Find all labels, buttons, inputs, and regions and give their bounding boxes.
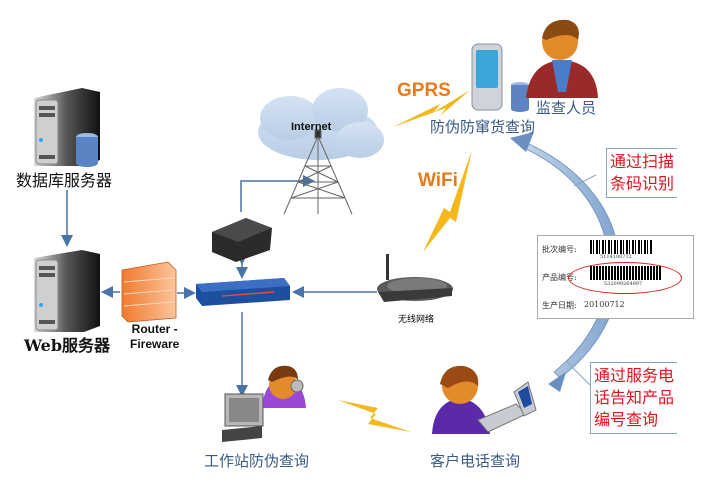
gprs-label: GPRS: [397, 80, 451, 101]
workstation-operator-icon: [222, 365, 306, 442]
phone-note: 通过服务电 话告知产品 编号查询: [590, 362, 678, 434]
db-server-icon: [34, 88, 100, 167]
modem-icon: [212, 218, 272, 262]
firewall-label: Router - Fireware: [130, 322, 180, 351]
wifi-label: WiFi: [418, 170, 458, 191]
cell-tower-icon: [283, 129, 353, 215]
mobile-query-label: 防伪防窜货查询: [430, 118, 536, 136]
gprs-lightning-icon: [393, 90, 470, 127]
scan-note: 通过扫描 条码识别: [606, 148, 678, 198]
connector-modem-tower: [240, 175, 315, 212]
wifi-lightning-icon: [423, 150, 472, 252]
date-value: 20100712: [584, 300, 625, 309]
web-server-icon: [34, 250, 100, 332]
phone-lightning-icon: [338, 400, 411, 432]
wireless-router-icon: [377, 254, 453, 302]
internet-label: Internet: [291, 121, 332, 133]
workstation-label: 工作站防伪查询: [204, 452, 310, 470]
batch-label: 批次编号:: [542, 245, 577, 254]
date-label: 生产日期:: [542, 301, 577, 310]
scan-flow-arrow: [519, 139, 621, 379]
product-highlight-ellipse: [568, 262, 682, 294]
inspector-label: 监查人员: [536, 99, 597, 117]
product-label: 产品编号:: [542, 273, 577, 282]
pda-icon: [471, 43, 529, 112]
wireless-label: 无线网络: [398, 315, 435, 325]
customer-label: 客户电话查询: [430, 452, 521, 470]
inspector-avatar-icon: [526, 19, 598, 98]
batch-number: 5114100712: [600, 254, 632, 260]
firewall-icon: [121, 261, 177, 323]
router-icon: [196, 278, 290, 306]
barcode-card: 批次编号: 5114100712 产品编号: 532099264997 生产日期…: [537, 235, 694, 319]
db-server-label: 数据库服务器: [16, 171, 113, 190]
web-server-label: Web服务器: [24, 336, 111, 355]
batch-barcode: [590, 240, 652, 254]
customer-avatar-icon: [432, 365, 537, 434]
